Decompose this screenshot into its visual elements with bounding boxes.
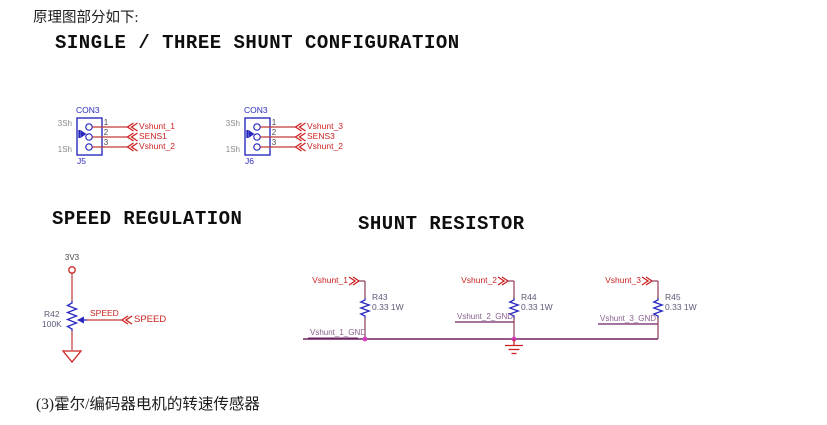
pin-circle [253,123,261,131]
potentiometer-resistor-zigzag [65,301,79,331]
j6-mode-3sh-label: 3Sh [225,119,240,128]
r44-value-label: 0.33 1W [521,302,553,312]
speed-net-label: SPEED [90,308,119,318]
r43-value-label: 0.33 1W [372,302,404,312]
j5-net-sens1-label: SENS1 [139,131,167,141]
vshunt1-gnd-label: Vshunt_1_GND [310,328,367,337]
shunt-resistor-title: SHUNT RESISTOR [358,213,525,235]
shunt-resistor-network [303,276,665,355]
j5-part-label: CON3 [76,105,100,115]
pin-circle [85,123,93,131]
speed-regulation-circuit [61,266,133,364]
j6-mode-1sh-label: 1Sh [225,145,240,154]
connector-j5-symbol [76,117,138,156]
speed-port-chevron-left-icon [120,315,133,325]
j6-pin1-number: 1 [271,118,277,127]
resistor-zigzag [358,298,372,318]
pin1-marker-arrow-icon [248,130,255,138]
net-port-chevrons-left-icon [294,122,306,152]
j6-net-vshunt2-label: Vshunt_2 [307,141,343,151]
resistor-zigzag [651,298,665,318]
port-chevron-right-icon [497,276,510,286]
vshunt2-gnd-label: Vshunt_2_GND [457,312,514,321]
j6-pin2-number: 2 [271,128,277,137]
pin-circle [85,143,93,151]
r43-ref-label: R43 [372,292,388,302]
shunt-branch-r43 [348,276,372,339]
j5-pin3-number: 3 [103,138,109,147]
vshunt3-gnd-label: Vshunt_3_GND [600,314,657,323]
shunt-branch-r44 [497,276,521,339]
pin1-marker-arrow-icon [80,130,87,138]
j6-net-vshunt3-label: Vshunt_3 [307,121,343,131]
vshunt2-port-label: Vshunt_2 [461,275,497,285]
j5-pin1-number: 1 [103,118,109,127]
r44-ref-label: R44 [521,292,537,302]
resistor-zigzag [507,298,521,318]
footer-text: (3)霍尔/编码器电机的转速传感器 [36,396,260,413]
r42-value-label: 100K [42,319,62,329]
j6-part-label: CON3 [244,105,268,115]
net-port-chevrons-left-icon [126,122,138,152]
vshunt3-port-label: Vshunt_3 [605,275,641,285]
port-chevron-right-icon [641,276,654,286]
r42-ref-label: R42 [44,309,60,319]
supply-3v3-label: 3V3 [64,253,80,262]
junction-dot [362,336,368,342]
earth-ground-icon [505,339,523,355]
pin-circle [85,133,93,141]
j6-ref-label: J6 [245,156,254,166]
shunt-configuration-title: SINGLE / THREE SHUNT CONFIGURATION [55,32,460,54]
j6-pin3-number: 3 [271,138,277,147]
connector-j6-symbol [244,117,306,156]
speed-regulation-title: SPEED REGULATION [52,208,243,230]
potentiometer-wiper-arrow-icon [77,316,84,324]
j5-ref-label: J5 [77,156,86,166]
intro-text: 原理图部分如下: [33,10,139,26]
j5-mode-1sh-label: 1Sh [57,145,72,154]
j6-net-sens3-label: SENS3 [307,131,335,141]
r45-ref-label: R45 [665,292,681,302]
j5-net-vshunt2-label: Vshunt_2 [139,141,175,151]
gnd-triangle-icon [61,350,83,364]
pin-circle [253,133,261,141]
port-chevron-right-icon [348,276,361,286]
shunt-branch-r45 [641,276,665,339]
r45-value-label: 0.33 1W [665,302,697,312]
speed-port-label: SPEED [134,314,167,325]
pin-circle [253,143,261,151]
j5-net-vshunt1-label: Vshunt_1 [139,121,175,131]
j5-pin2-number: 2 [103,128,109,137]
vshunt1-port-label: Vshunt_1 [312,275,348,285]
power-3v3-icon [68,266,76,274]
j5-mode-3sh-label: 3Sh [57,119,72,128]
